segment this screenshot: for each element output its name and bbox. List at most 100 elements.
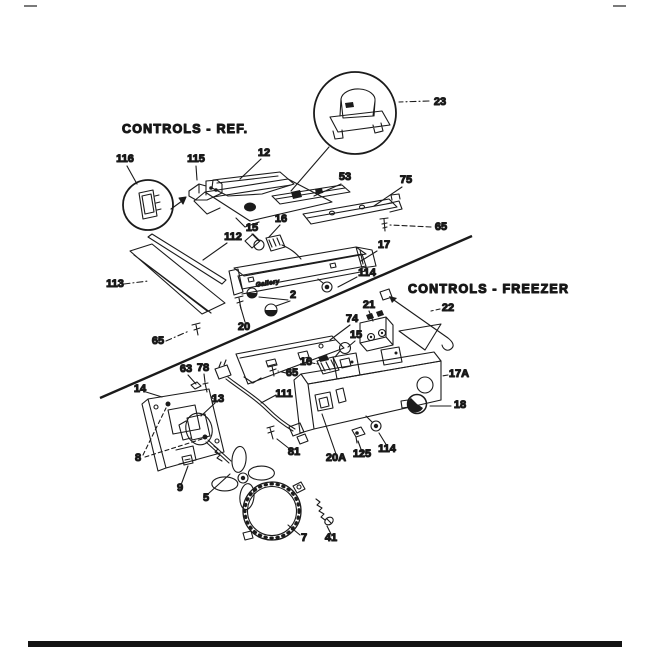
part-18-knob-stem — [400, 399, 410, 409]
part-114a-clip — [321, 281, 333, 293]
part-18-knob-face — [407, 398, 423, 413]
part-17a-hole — [416, 376, 434, 394]
leader-41 — [326, 525, 332, 535]
callout-12-label: 12 — [258, 147, 270, 159]
part-13-shaft — [205, 439, 232, 464]
leader-9 — [180, 465, 189, 486]
part-41-screw-slot — [326, 518, 332, 524]
callout-125-label: 125 — [353, 448, 371, 460]
part-14-hole-2 — [211, 394, 217, 400]
part-75-hole-2 — [358, 204, 366, 210]
part-17a-front-face — [293, 360, 442, 434]
callout-22-label: 22 — [442, 302, 454, 314]
part-17-rail — [233, 246, 367, 277]
part-9-grommet — [181, 454, 194, 466]
part-7-tab-hole — [296, 484, 302, 490]
part-21-thermostat — [359, 316, 394, 352]
part-5-hub — [237, 472, 249, 484]
panel-brand-logo: Gallery — [255, 278, 280, 289]
callout-65b-label: 65 — [152, 335, 164, 347]
leader-14 — [145, 391, 163, 398]
part-111-connector-bottom — [288, 422, 309, 445]
leader-114a — [337, 276, 358, 288]
leader-53 — [313, 183, 342, 197]
callout-114a-label: 114 — [358, 267, 377, 279]
callout-53-label: 53 — [339, 171, 351, 183]
leader-circle-23 — [290, 146, 330, 192]
callout-65a-label: 65 — [435, 221, 447, 233]
part-17-endcap — [355, 246, 377, 269]
part-22-tube — [390, 297, 454, 351]
section-divider-line — [99, 234, 473, 400]
callout-81-label: 81 — [288, 446, 300, 458]
part-7-ring-inner — [246, 485, 298, 537]
callout-17a-label: 17A — [449, 368, 469, 380]
leader-63 — [187, 374, 197, 385]
bottom-scan-bar — [28, 641, 622, 647]
part-14-bracket — [141, 388, 225, 472]
part-114a-stem — [317, 278, 324, 284]
part-22-flag — [398, 323, 442, 351]
part-8-screw-2 — [202, 434, 208, 440]
callout-20a-label: 20A — [326, 452, 346, 464]
part-41-screw-thread — [315, 498, 326, 521]
leader-65c — [277, 370, 287, 374]
part-53-strip — [271, 184, 351, 205]
callout-113-label: 113 — [106, 278, 124, 290]
part-81-bolt — [266, 425, 275, 440]
part-75-cover — [302, 193, 403, 225]
callout-16a-label: 16 — [275, 213, 287, 225]
callout-5-label: 5 — [203, 492, 209, 504]
part-41-screw-head — [324, 516, 334, 526]
part-16a-clip-wire — [244, 233, 302, 260]
part-17a-screw-dot-2 — [394, 351, 398, 355]
leader-16a — [268, 224, 281, 238]
part-21-terminal-1-dot — [369, 335, 373, 339]
part-16b-socket-top — [318, 355, 329, 362]
part-116-plate — [138, 189, 162, 220]
part-125-clip — [351, 426, 366, 444]
part-114b-stem — [365, 415, 373, 423]
leader-17a — [441, 374, 449, 377]
callout-114b-label: 114 — [378, 443, 397, 455]
callout-41-label: 41 — [325, 532, 337, 544]
callout-14-label: 14 — [134, 383, 147, 395]
part-16b-socket — [316, 356, 340, 375]
part-114b-clip — [370, 420, 382, 432]
leader-112 — [202, 242, 228, 261]
part-5-blade-4 — [247, 465, 275, 481]
leader-81 — [276, 438, 292, 451]
leader-17 — [360, 250, 378, 262]
part-5-blade-2 — [211, 476, 239, 492]
callout-2-label: 2 — [290, 289, 296, 301]
part-7-tabs — [242, 481, 306, 541]
leader-20 — [239, 304, 246, 323]
callout-78-label: 78 — [197, 362, 209, 374]
callout-circle-23 — [313, 71, 397, 155]
leader-13 — [200, 402, 216, 417]
part-21-top-details — [366, 310, 384, 320]
callout-112-label: 112 — [224, 231, 242, 243]
part-14-hole-3 — [214, 438, 220, 444]
part-14-hole-1 — [153, 404, 159, 410]
part-78-screw — [202, 382, 209, 393]
part-12-duct — [211, 171, 295, 197]
part-2-knob-right-face — [265, 310, 277, 316]
part-17-panel — [228, 253, 367, 296]
part-23-timer-base — [329, 110, 391, 140]
part-116-arrow-line — [170, 200, 183, 210]
part-115-bracket — [188, 179, 223, 201]
leader-113 — [123, 280, 149, 285]
part-5-blade-1 — [231, 445, 247, 473]
part-13-motor — [185, 412, 213, 446]
scan-artifacts — [24, 5, 626, 647]
callout-111-label: 111 — [275, 388, 292, 400]
leader-16b — [311, 362, 319, 365]
callout-18-label: 18 — [454, 399, 466, 411]
leader-23 — [398, 100, 430, 103]
part-65b-screw — [191, 322, 201, 336]
leader-5 — [207, 473, 231, 495]
callout-74-label: 74 — [346, 313, 359, 325]
callout-21-label: 21 — [363, 299, 375, 311]
